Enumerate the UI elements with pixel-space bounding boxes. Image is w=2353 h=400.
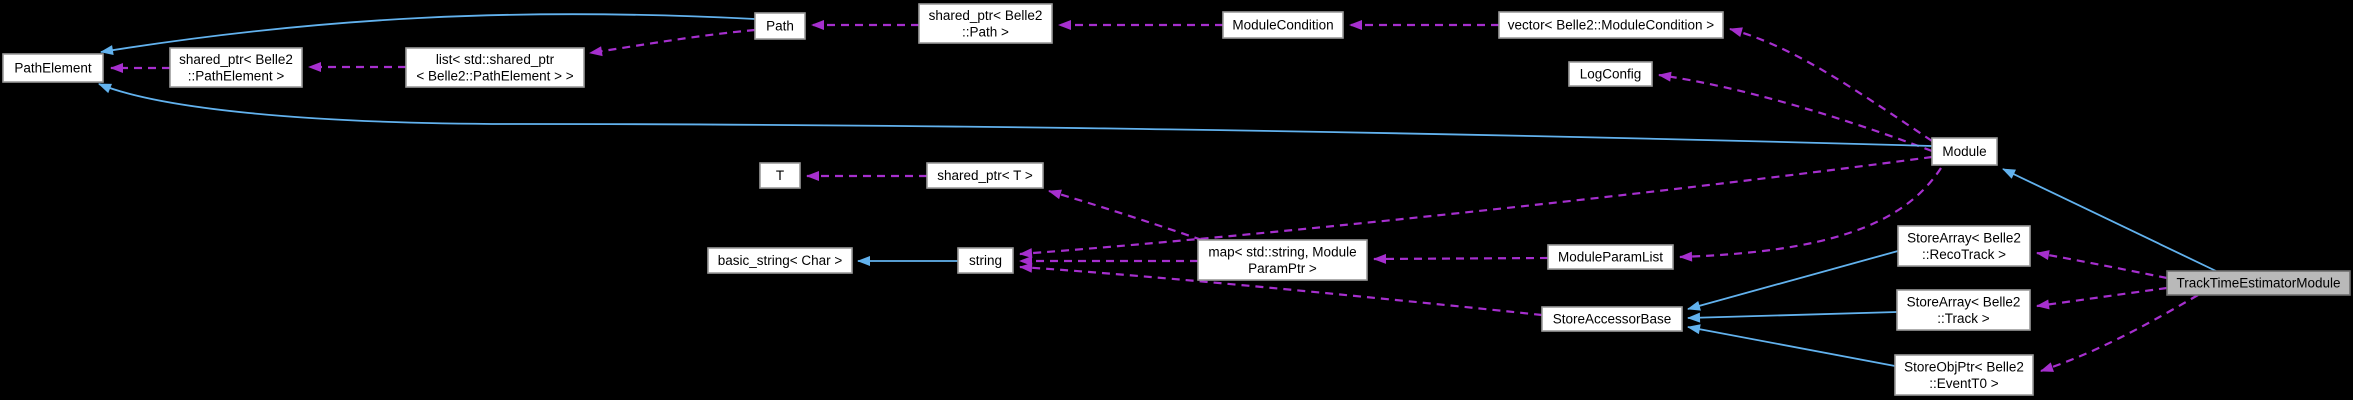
node-label-StoreArray_RecoTrack-line1: StoreArray< Belle2 [1907,230,2021,245]
node-label-shared_ptr_Path-line1: shared_ptr< Belle2 [929,8,1043,23]
node-label-StoreArray_Track-line1: StoreArray< Belle2 [1907,294,2021,309]
node-box-map_string_ModuleParamPtr[interactable] [1197,239,1368,281]
edge-TrackTimeEstimatorModule-to-StoreArray_Track-usage [2036,286,2168,310]
node-box-T[interactable] [759,162,801,189]
node-label-vector_ModuleCondition: vector< Belle2::ModuleCondition > [1508,18,1714,33]
node-Path[interactable]: Path [754,12,806,40]
node-label-shared_ptr_Path-line2: ::Path > [962,24,1009,39]
node-label-list_shared_ptr_PathElement-line1: list< std::shared_ptr [436,52,555,67]
node-label-StoreAccessorBase: StoreAccessorBase [1553,312,1672,327]
node-shared_ptr_PathElement[interactable]: shared_ptr< Belle2::PathElement > [169,47,303,88]
node-label-StoreObjPtr_EventT0-line1: StoreObjPtr< Belle2 [1904,359,2024,374]
node-label-shared_ptr_PathElement-line1: shared_ptr< Belle2 [179,52,293,67]
node-ModuleCondition[interactable]: ModuleCondition [1222,11,1344,39]
node-shared_ptr_T[interactable]: shared_ptr< T > [926,162,1044,189]
edge-Module-to-PathElement-inheritance [98,83,1933,147]
node-basic_string_Char[interactable]: basic_string< Char > [707,247,853,274]
node-box-ModuleCondition[interactable] [1222,11,1344,39]
node-label-shared_ptr_PathElement-line2: ::PathElement > [188,68,285,83]
node-box-list_shared_ptr_PathElement[interactable] [405,47,585,88]
node-box-LogConfig[interactable] [1568,61,1653,87]
node-box-shared_ptr_Path[interactable] [918,3,1053,44]
node-box-vector_ModuleCondition[interactable] [1498,11,1724,39]
node-label-map_string_ModuleParamPtr-line1: map< std::string, Module [1208,244,1356,259]
node-label-shared_ptr_T: shared_ptr< T > [937,168,1033,183]
node-label-map_string_ModuleParamPtr-line2: ParamPtr > [1248,261,1317,276]
edge-ModuleParamList-to-map_string_ModuleParamPtr-usage [1373,253,1549,264]
node-box-Path[interactable] [754,12,806,40]
node-box-PathElement[interactable] [2,53,104,83]
node-ModuleParamList[interactable]: ModuleParamList [1547,244,1674,270]
node-T[interactable]: T [759,162,801,189]
node-Module[interactable]: Module [1931,137,1998,166]
node-LogConfig[interactable]: LogConfig [1568,61,1653,87]
node-box-StoreArray_RecoTrack[interactable] [1897,225,2031,267]
edge-map_string_ModuleParamPtr-to-shared_ptr_T-usage [1048,189,1203,242]
node-label-LogConfig: LogConfig [1580,67,1642,82]
node-box-shared_ptr_T[interactable] [926,162,1044,189]
node-string[interactable]: string [957,247,1014,274]
edge-TrackTimeEstimatorModule-to-StoreArray_RecoTrack-usage [2036,250,2168,280]
node-box-ModuleParamList[interactable] [1547,244,1674,270]
node-box-StoreAccessorBase[interactable] [1541,306,1683,332]
node-box-basic_string_Char[interactable] [707,247,853,274]
node-vector_ModuleCondition[interactable]: vector< Belle2::ModuleCondition > [1498,11,1724,39]
edge-Module-to-vector_ModuleCondition-usage [1729,27,1933,142]
edge-StoreObjPtr_EventT0-to-StoreAccessorBase-inheritance [1687,324,1896,367]
edge-StoreAccessorBase-to-string-usage [1019,262,1543,317]
node-box-shared_ptr_PathElement[interactable] [169,47,303,88]
node-label-Path: Path [766,19,794,34]
node-PathElement[interactable]: PathElement [2,53,104,83]
node-TrackTimeEstimatorModule[interactable]: TrackTimeEstimatorModule [2166,270,2351,296]
edge-Module-to-ModuleParamList-usage [1679,167,1942,262]
node-label-StoreObjPtr_EventT0-line2: ::EventT0 > [1929,376,1999,391]
node-StoreObjPtr_EventT0[interactable]: StoreObjPtr< Belle2::EventT0 > [1894,354,2034,396]
node-StoreAccessorBase[interactable]: StoreAccessorBase [1541,306,1683,332]
node-list_shared_ptr_PathElement[interactable]: list< std::shared_ptr< Belle2::PathEleme… [405,47,585,88]
node-StoreArray_RecoTrack[interactable]: StoreArray< Belle2::RecoTrack > [1897,225,2031,267]
node-label-TrackTimeEstimatorModule: TrackTimeEstimatorModule [2176,276,2340,291]
node-box-string[interactable] [957,247,1014,274]
edge-TrackTimeEstimatorModule-to-StoreObjPtr_EventT0-usage [2040,294,2199,373]
node-label-basic_string_Char: basic_string< Char > [718,253,843,268]
edge-TrackTimeEstimatorModule-to-Module-inheritance [2002,168,2217,272]
node-label-T: T [776,168,784,183]
node-box-StoreArray_Track[interactable] [1896,289,2031,331]
edge-StoreArray_RecoTrack-to-StoreAccessorBase-inheritance [1687,250,1899,311]
edge-Path-to-list_shared_ptr_PathElement-usage [589,28,756,57]
node-label-Module: Module [1942,144,1986,159]
node-box-StoreObjPtr_EventT0[interactable] [1894,354,2034,396]
edge-Module-to-string-usage [1019,155,1933,259]
node-label-StoreArray_RecoTrack-line2: ::RecoTrack > [1922,247,2006,262]
edge-Path-to-PathElement-inheritance [100,13,756,56]
node-label-PathElement: PathElement [14,61,92,76]
node-label-StoreArray_Track-line2: ::Track > [1937,311,1990,326]
node-label-string: string [969,253,1002,268]
node-StoreArray_Track[interactable]: StoreArray< Belle2::Track > [1896,289,2031,331]
edge-StoreArray_Track-to-StoreAccessorBase-inheritance [1687,311,1898,323]
node-box-TrackTimeEstimatorModule[interactable] [2166,270,2351,296]
node-label-ModuleCondition: ModuleCondition [1232,18,1333,33]
node-shared_ptr_Path[interactable]: shared_ptr< Belle2::Path > [918,3,1053,44]
node-box-Module[interactable] [1931,137,1998,166]
node-label-ModuleParamList: ModuleParamList [1558,250,1663,265]
node-label-list_shared_ptr_PathElement-line2: < Belle2::PathElement > > [416,68,573,83]
